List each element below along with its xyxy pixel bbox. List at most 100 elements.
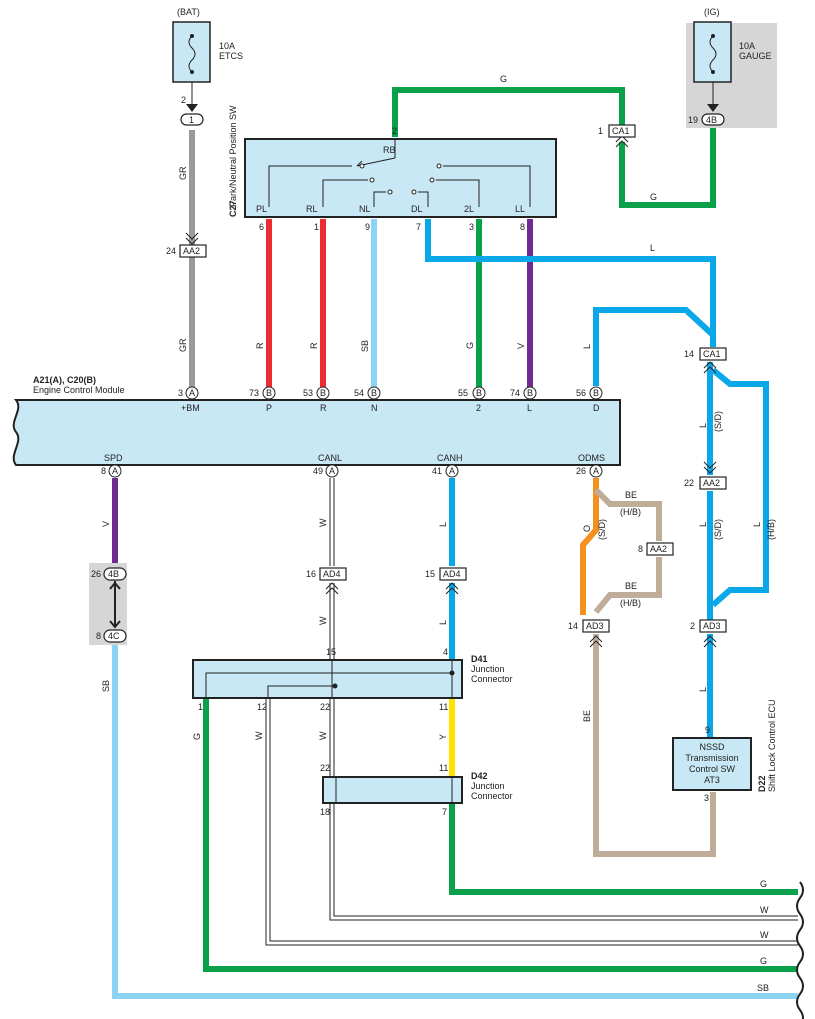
wire-labels: GR GR R R SB G V L G G L L (S/D) L (S/D)… — [101, 74, 776, 993]
d41-junction: 15 4 1 12 22 11 D41 Junction Connector — [192, 647, 513, 712]
ad4-right-name: AD4 — [443, 569, 461, 579]
ecm-pin-num: 3 — [178, 388, 183, 398]
c27-top-pin: 2 — [392, 126, 397, 136]
wire-label: GR — [178, 338, 188, 352]
wire-be-ecu — [593, 634, 716, 857]
wire-label: (H/B) — [620, 598, 641, 608]
ad3-left-box — [582, 619, 610, 633]
wire-l-d — [593, 307, 716, 386]
connector-ad4-right: AD4 15 — [425, 567, 467, 595]
wire-w-d41-outline — [265, 698, 798, 946]
4b-box — [103, 567, 127, 581]
wire-be-lower — [593, 557, 662, 614]
wire-label: L — [650, 243, 655, 253]
ecm-pin — [108, 464, 122, 478]
ecm-pin-conn: B — [266, 388, 272, 398]
d41-pin: 15 — [326, 647, 336, 657]
connector-ca1-right: CA1 14 — [684, 347, 727, 374]
switch-arrow-icon — [356, 160, 363, 167]
c27-pin: 7 — [416, 222, 421, 232]
ecm-pin-label: L — [527, 403, 532, 413]
ecm-pin-num: 55 — [458, 388, 468, 398]
c27-pin: 6 — [259, 222, 264, 232]
bat-fuse-name: ETCS — [219, 51, 243, 61]
wire-sb-spd — [112, 644, 798, 999]
d41-name1: Junction — [471, 664, 505, 674]
ecm-pin-label: N — [371, 403, 378, 413]
ecm-pin — [262, 386, 276, 400]
ecm-pin-label: ODMS — [578, 453, 605, 463]
c27-pin: 3 — [469, 222, 474, 232]
wire-g-d41 — [203, 698, 798, 972]
c27-term-nl: NL — [359, 204, 371, 214]
wire-w-d41-fill — [266, 698, 798, 945]
ecm-pin — [185, 386, 199, 400]
d41-pin: 22 — [320, 702, 330, 712]
wire-label: G — [760, 956, 767, 966]
ad4-right-pin: 15 — [425, 569, 435, 579]
aa2-left-pin: 24 — [166, 246, 176, 256]
d42-pin: 7 — [442, 807, 447, 817]
wire-label: O — [582, 525, 592, 532]
wire-label: W — [254, 731, 264, 740]
fuse-node-bottom — [190, 70, 194, 74]
chevron-down-icon — [703, 461, 717, 474]
chevron-down-icon — [185, 232, 199, 245]
chevron-up-icon — [445, 582, 459, 595]
ecm-pin-conn: B — [593, 388, 599, 398]
aa2-right-pin: 22 — [684, 478, 694, 488]
switch-nl-line — [373, 191, 386, 207]
ad4-right-box — [439, 567, 467, 581]
ecm-box — [12, 399, 621, 466]
d41-pin: 4 — [443, 647, 448, 657]
aa2-right-name: AA2 — [703, 478, 720, 488]
fuse-icon — [709, 35, 717, 73]
bat-fuse-amp: 10A — [219, 41, 235, 51]
d41-name2: Connector — [471, 674, 513, 684]
wire-label: (S/D) — [597, 519, 607, 540]
ecm-pin-num: 74 — [510, 388, 520, 398]
ecm-pin-label: CANH — [437, 453, 463, 463]
wire-label: G — [465, 342, 475, 349]
ecm-pin-label: P — [266, 403, 272, 413]
ecm-pin — [325, 464, 339, 478]
ecm-pin-label: +BM — [181, 403, 200, 413]
d42-name1: Junction — [471, 781, 505, 791]
switch-contact — [387, 189, 393, 195]
ecm-pin-num: 49 — [313, 466, 323, 476]
c27-switch: C27 Park/Neutral Position SW 2 RB PL RL … — [228, 105, 557, 232]
wire-label: L — [698, 687, 708, 692]
ecm-pin — [316, 386, 330, 400]
ecm-pin-conn: B — [527, 388, 533, 398]
ecm-pin — [589, 464, 603, 478]
d22-pin-bottom: 3 — [704, 793, 709, 803]
ecm-pin-num: 26 — [576, 466, 586, 476]
wire-label: W — [760, 905, 769, 915]
wire-label: SB — [757, 983, 769, 993]
d41-code: D41 — [471, 654, 488, 664]
ad3-right-pin: 2 — [690, 621, 695, 631]
4c-box — [103, 629, 127, 643]
ecm-pin — [367, 386, 381, 400]
d41-pin: 1 — [198, 702, 203, 712]
d41-box — [192, 659, 463, 699]
ig-pin: 19 — [688, 115, 698, 125]
wire-label: G — [650, 192, 657, 202]
ig-chevron-icon — [707, 104, 719, 112]
ca1-top-name: CA1 — [612, 126, 630, 136]
d22-box — [672, 737, 752, 791]
ca1-top-pin: 1 — [598, 126, 603, 136]
ecm-pin-conn: A — [189, 388, 195, 398]
ecm-pin-num: 53 — [303, 388, 313, 398]
ad3-left-pin: 14 — [568, 621, 578, 631]
switch-contact — [436, 163, 442, 169]
switch-2l-line — [436, 179, 480, 207]
ca1-right-pin: 14 — [684, 349, 694, 359]
switch-pl-line — [268, 165, 352, 207]
wire-label: V — [516, 343, 526, 349]
wire-label: W — [760, 930, 769, 940]
ecm-pin-label: CANL — [318, 453, 342, 463]
wire-label: L — [438, 620, 448, 625]
bat-pin: 2 — [181, 95, 186, 105]
connector-aa2-right: AA2 22 — [684, 461, 727, 490]
